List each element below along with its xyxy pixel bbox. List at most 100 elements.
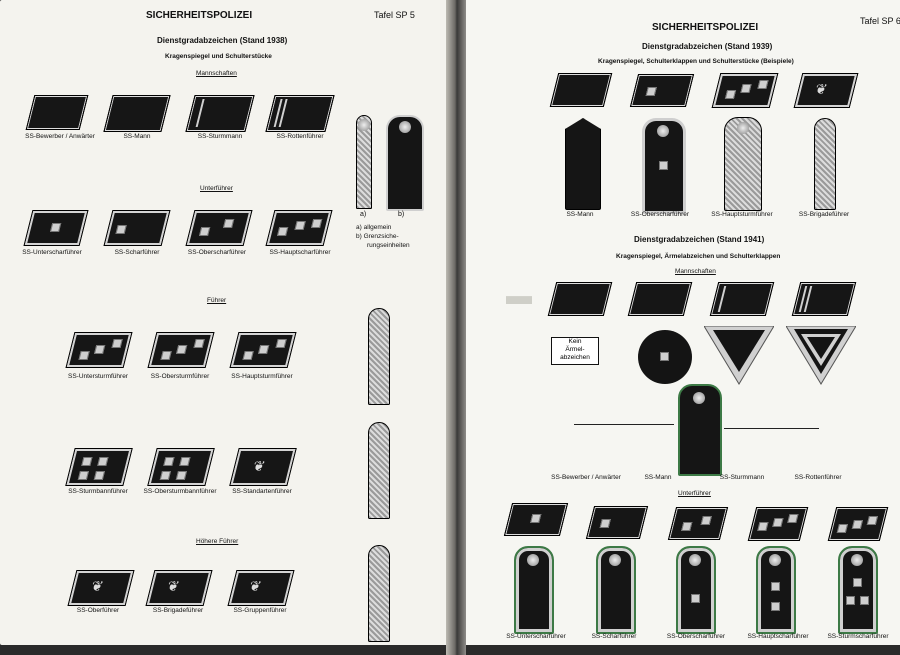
rank-label: SS-Oberführer xyxy=(76,607,120,614)
sleeve-insignia-circle xyxy=(638,330,692,384)
rank-label: SS-Scharführer xyxy=(114,249,160,256)
collar-tab-bewerber xyxy=(25,95,89,130)
strap-note: b) Grenzsiche- xyxy=(356,233,399,240)
collar-tab-standartenfuehrer: ❦ xyxy=(229,448,297,486)
collar-tab-gruppenfuehrer: ❦ xyxy=(227,570,295,606)
left-page: SICHERHEITSPOLIZEI Tafel SP 5 Dienstgrad… xyxy=(0,0,446,645)
rank-label: SS-Rottenführer xyxy=(276,133,324,140)
shoulder-strap-1939-mann xyxy=(565,118,601,210)
rank-label: SS-Sturmmann xyxy=(197,133,243,140)
rank-label: SS-Hauptsturmführer xyxy=(711,211,773,218)
shoulder-strap-fuehrer xyxy=(368,308,390,405)
collar-tab-1939-mann xyxy=(549,73,613,107)
range-line-right xyxy=(724,428,819,429)
shoulder-strap-1941-hauptscharfuehrer xyxy=(756,546,796,634)
rank-label: SS-Bewerber / Anwärter xyxy=(25,133,95,140)
range-line-left xyxy=(574,424,674,425)
collar-tab-1941-oberscharfuehrer xyxy=(667,507,729,540)
left-subsubtitle: Kragenspiegel und Schulterstücke xyxy=(165,53,272,60)
shoulder-strap-1941-scharfuehrer xyxy=(596,546,636,634)
rank-label: SS-Oberscharführer xyxy=(187,249,247,256)
right-subtitle-1941: Dienstgradabzeichen (Stand 1941) xyxy=(634,235,765,244)
rank-label: SS-Hauptscharführer xyxy=(747,633,809,640)
right-subsubtitle-1941: Kragenspiegel, Ärmelabzeichen und Schult… xyxy=(616,253,781,260)
collar-tab-oberscharfuehrer xyxy=(185,210,253,246)
strap-note: rungseinheiten xyxy=(367,242,410,249)
left-subtitle: Dienstgradabzeichen (Stand 1938) xyxy=(157,36,288,45)
collar-tab-1941-bewerber xyxy=(547,282,613,316)
collar-tab-obersturmbannfuehrer xyxy=(147,448,215,486)
sleeve-chevron-single xyxy=(704,326,774,385)
collar-tab-1941-sturmscharfuehrer xyxy=(827,507,889,541)
rank-label: SS-Sturmscharführer xyxy=(827,633,889,640)
shoulder-strap-general xyxy=(368,545,390,642)
collar-tab-sturmbannfuehrer xyxy=(65,448,133,486)
shoulder-strap-b xyxy=(386,115,424,211)
section-hoehere-fuehrer: Höhere Führer xyxy=(196,538,239,545)
section-unterfuehrer-1941: Unterführer xyxy=(678,490,711,497)
rank-label: SS-Sturmbannführer xyxy=(68,488,128,495)
collar-tab-brigadefuehrer: ❦ xyxy=(145,570,213,606)
rank-label: SS-Oberscharführer xyxy=(666,633,726,640)
rank-label: SS-Sturmmann xyxy=(719,474,765,481)
rank-label: SS-Mann xyxy=(566,211,594,218)
strap-note: a) allgemein xyxy=(356,224,392,231)
strap-label-b: b) xyxy=(398,211,405,218)
collar-tab-1941-sturmmann xyxy=(709,282,775,316)
collar-tab-oberfuehrer: ❦ xyxy=(67,570,135,606)
rank-label: SS-Brigadeführer xyxy=(798,211,850,218)
rank-label: SS-Bewerber / Anwärter xyxy=(551,474,621,481)
collar-tab-obersturmfuehrer xyxy=(147,332,215,368)
left-tafel-label: Tafel SP 5 xyxy=(374,10,415,20)
left-page-title: SICHERHEITSPOLIZEI xyxy=(146,10,253,21)
book-gutter xyxy=(446,0,466,655)
section-unterfuehrer: Unterführer xyxy=(200,185,233,192)
rank-label: SS-Obersturmbannführer xyxy=(143,488,217,495)
rank-label: SS-Scharführer xyxy=(591,633,637,640)
right-subtitle-1939: Dienstgradabzeichen (Stand 1939) xyxy=(642,42,773,51)
rank-label: SS-Hauptscharführer xyxy=(269,249,331,256)
rank-label: SS-Unterscharführer xyxy=(22,249,82,256)
shoulder-strap-1941-mannschaften xyxy=(678,384,722,476)
collar-tab-1941-unterscharfuehrer xyxy=(503,503,569,536)
collar-tab-rottenfuehrer xyxy=(265,95,335,132)
collar-tab-1939-hauptsturmfuehrer xyxy=(711,73,779,108)
rank-label: SS-Hauptsturmführer xyxy=(231,373,293,380)
shoulder-strap-1941-unterscharfuehrer xyxy=(514,546,554,634)
collar-tab-1941-hauptscharfuehrer xyxy=(747,507,809,541)
collar-tab-1941-mann xyxy=(627,282,693,316)
rank-label: SS-Brigadeführer xyxy=(152,607,204,614)
shoulder-strap-1939-brigadefuehrer xyxy=(814,118,836,210)
collar-tab-hauptsturmfuehrer xyxy=(229,332,297,368)
collar-tab-scharfuehrer xyxy=(103,210,171,246)
collar-tab-1939-oberscharfuehrer xyxy=(629,74,695,107)
shoulder-strap-stabsoffizier xyxy=(368,422,390,519)
rank-label: SS-Oberscharführer xyxy=(630,211,690,218)
section-mannschaften-1941: Mannschaften xyxy=(675,268,716,275)
box-line: abzeichen xyxy=(560,354,590,361)
right-page-title: SICHERHEITSPOLIZEI xyxy=(652,22,759,33)
box-line: Kein xyxy=(568,338,582,345)
right-page: ▬ SICHERHEITSPOLIZEI Tafel SP 6 Dienstgr… xyxy=(466,0,900,645)
rank-label: SS-Mann xyxy=(644,474,672,481)
rank-label: SS-Obersturmführer xyxy=(150,373,210,380)
shoulder-strap-1941-oberscharfuehrer xyxy=(676,546,716,634)
rank-label: SS-Standartenführer xyxy=(232,488,292,495)
collar-tab-sturmmann xyxy=(185,95,255,132)
collar-tab-unterscharfuehrer xyxy=(23,210,89,246)
rank-label: SS-Untersturmführer xyxy=(68,373,128,380)
section-mannschaften: Mannschaften xyxy=(196,70,237,77)
collar-tab-hauptscharfuehrer xyxy=(265,210,333,246)
rank-label: SS-Rottenführer xyxy=(794,474,842,481)
right-subsubtitle-1939: Kragenspiegel, Schulterklappen und Schul… xyxy=(598,58,794,65)
no-sleeve-insignia-box: Kein Ärmel- abzeichen xyxy=(551,337,599,365)
sleeve-chevron-double xyxy=(786,326,856,385)
rank-label: SS-Gruppenführer xyxy=(233,607,287,614)
shoulder-strap-1939-hauptsturmfuehrer xyxy=(724,117,762,211)
shoulder-strap-a xyxy=(356,115,372,209)
collar-tab-1941-scharfuehrer xyxy=(585,506,649,539)
shoulder-strap-1941-sturmscharfuehrer xyxy=(838,546,878,634)
box-line: Ärmel- xyxy=(565,346,585,353)
collar-tab-mann xyxy=(103,95,171,132)
